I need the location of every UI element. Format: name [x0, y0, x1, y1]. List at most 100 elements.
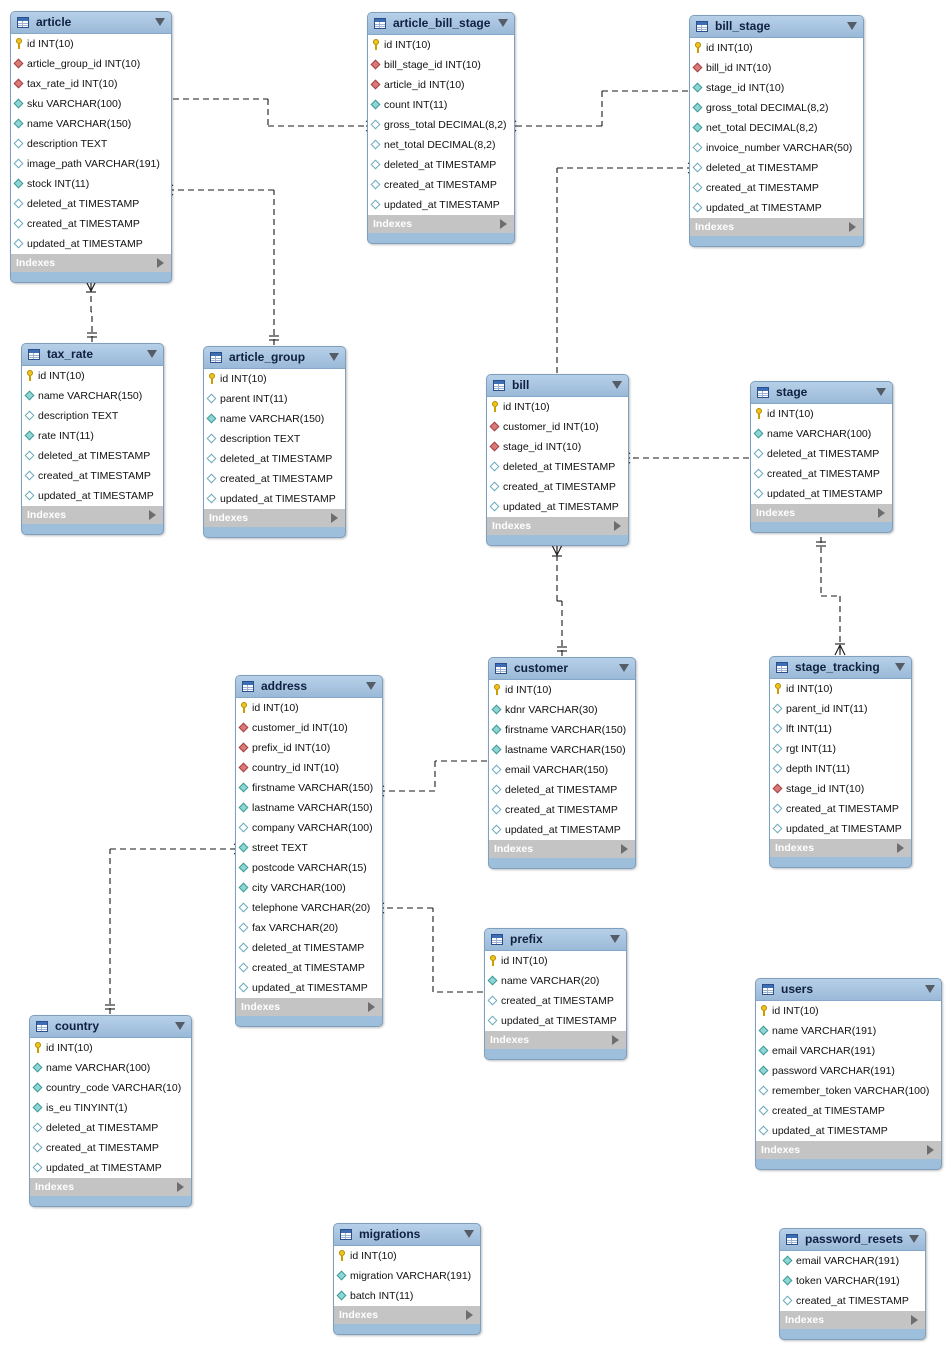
column-row[interactable]: remember_token VARCHAR(100) — [756, 1081, 941, 1101]
column-row[interactable]: created_at TIMESTAMP — [690, 178, 863, 198]
column-row[interactable]: created_at TIMESTAMP — [751, 464, 892, 484]
column-row[interactable]: deleted_at TIMESTAMP — [690, 158, 863, 178]
column-row[interactable]: updated_at TIMESTAMP — [22, 486, 163, 506]
column-row[interactable]: name VARCHAR(100) — [751, 424, 892, 444]
column-row[interactable]: lft INT(11) — [770, 719, 911, 739]
expand-arrow-icon[interactable] — [621, 844, 628, 854]
column-row[interactable]: name VARCHAR(150) — [204, 409, 345, 429]
table-header[interactable]: tax_rate — [22, 344, 163, 366]
column-row[interactable]: lastname VARCHAR(150) — [236, 798, 382, 818]
column-row[interactable]: name VARCHAR(191) — [756, 1021, 941, 1041]
column-row[interactable]: updated_at TIMESTAMP — [11, 234, 171, 254]
expand-arrow-icon[interactable] — [331, 513, 338, 523]
column-row[interactable]: updated_at TIMESTAMP — [770, 819, 911, 839]
column-row[interactable]: updated_at TIMESTAMP — [30, 1158, 191, 1178]
column-row[interactable]: id INT(10) — [485, 951, 626, 971]
column-row[interactable]: id INT(10) — [204, 369, 345, 389]
column-row[interactable]: email VARCHAR(191) — [780, 1251, 925, 1271]
table-header[interactable]: prefix — [485, 929, 626, 951]
expand-arrow-icon[interactable] — [157, 258, 164, 268]
collapse-caret-icon[interactable] — [610, 935, 620, 943]
expand-arrow-icon[interactable] — [612, 1035, 619, 1045]
collapse-caret-icon[interactable] — [909, 1235, 919, 1243]
column-row[interactable]: updated_at TIMESTAMP — [236, 978, 382, 998]
column-row[interactable]: rate INT(11) — [22, 426, 163, 446]
table-header[interactable]: users — [756, 979, 941, 1001]
column-row[interactable]: updated_at TIMESTAMP — [368, 195, 514, 215]
relationship-country-to-address[interactable] — [105, 843, 246, 1014]
collapse-caret-icon[interactable] — [612, 381, 622, 389]
table-header[interactable]: password_resets — [780, 1229, 925, 1251]
column-row[interactable]: created_at TIMESTAMP — [770, 799, 911, 819]
expand-arrow-icon[interactable] — [466, 1310, 473, 1320]
column-row[interactable]: gross_total DECIMAL(8,2) — [368, 115, 514, 135]
column-row[interactable]: deleted_at TIMESTAMP — [368, 155, 514, 175]
column-row[interactable]: customer_id INT(10) — [236, 718, 382, 738]
column-row[interactable]: created_at TIMESTAMP — [368, 175, 514, 195]
column-row[interactable]: name VARCHAR(150) — [22, 386, 163, 406]
column-row[interactable]: deleted_at TIMESTAMP — [487, 457, 628, 477]
table-header[interactable]: migrations — [334, 1224, 480, 1246]
column-row[interactable]: updated_at TIMESTAMP — [485, 1011, 626, 1031]
column-row[interactable]: id INT(10) — [11, 34, 171, 54]
column-row[interactable]: kdnr VARCHAR(30) — [489, 700, 635, 720]
column-row[interactable]: id INT(10) — [368, 35, 514, 55]
column-row[interactable]: created_at TIMESTAMP — [11, 214, 171, 234]
indexes-section[interactable]: Indexes — [30, 1178, 191, 1196]
column-row[interactable]: depth INT(11) — [770, 759, 911, 779]
expand-arrow-icon[interactable] — [878, 508, 885, 518]
collapse-caret-icon[interactable] — [366, 682, 376, 690]
table-header[interactable]: article_bill_stage — [368, 13, 514, 35]
column-row[interactable]: created_at TIMESTAMP — [30, 1138, 191, 1158]
column-row[interactable]: city VARCHAR(100) — [236, 878, 382, 898]
column-row[interactable]: customer_id INT(10) — [487, 417, 628, 437]
relationship-bill-to-bill-stage[interactable] — [552, 162, 700, 383]
indexes-section[interactable]: Indexes — [485, 1031, 626, 1049]
indexes-section[interactable]: Indexes — [780, 1311, 925, 1329]
column-row[interactable]: country_id INT(10) — [236, 758, 382, 778]
column-row[interactable]: company VARCHAR(100) — [236, 818, 382, 838]
column-row[interactable]: deleted_at TIMESTAMP — [11, 194, 171, 214]
indexes-section[interactable]: Indexes — [690, 218, 863, 236]
column-row[interactable]: token VARCHAR(191) — [780, 1271, 925, 1291]
column-row[interactable]: description TEXT — [22, 406, 163, 426]
indexes-section[interactable]: Indexes — [756, 1141, 941, 1159]
table-header[interactable]: stage — [751, 382, 892, 404]
column-row[interactable]: prefix_id INT(10) — [236, 738, 382, 758]
relationship-article-to-article-bill-stage[interactable] — [163, 94, 378, 132]
column-row[interactable]: net_total DECIMAL(8,2) — [368, 135, 514, 155]
indexes-section[interactable]: Indexes — [22, 506, 163, 524]
column-row[interactable]: rgt INT(11) — [770, 739, 911, 759]
column-row[interactable]: bill_id INT(10) — [690, 58, 863, 78]
expand-arrow-icon[interactable] — [911, 1315, 918, 1325]
column-row[interactable]: stage_id INT(10) — [487, 437, 628, 457]
column-row[interactable]: tax_rate_id INT(10) — [11, 74, 171, 94]
indexes-section[interactable]: Indexes — [751, 504, 892, 522]
column-row[interactable]: id INT(10) — [690, 38, 863, 58]
column-row[interactable]: id INT(10) — [770, 679, 911, 699]
column-row[interactable]: created_at TIMESTAMP — [489, 800, 635, 820]
relationship-bill-stage-to-article-bill-stage[interactable] — [504, 86, 698, 132]
indexes-section[interactable]: Indexes — [236, 998, 382, 1016]
column-row[interactable]: firstname VARCHAR(150) — [236, 778, 382, 798]
column-row[interactable]: id INT(10) — [756, 1001, 941, 1021]
relationship-customer-to-address[interactable] — [372, 756, 497, 797]
column-row[interactable]: deleted_at TIMESTAMP — [30, 1118, 191, 1138]
column-row[interactable]: name VARCHAR(100) — [30, 1058, 191, 1078]
collapse-caret-icon[interactable] — [498, 19, 508, 27]
expand-arrow-icon[interactable] — [149, 510, 156, 520]
column-row[interactable]: name VARCHAR(150) — [11, 114, 171, 134]
column-row[interactable]: id INT(10) — [30, 1038, 191, 1058]
relationship-article-group-to-article[interactable] — [161, 184, 279, 345]
column-row[interactable]: id INT(10) — [22, 366, 163, 386]
column-row[interactable]: country_code VARCHAR(10) — [30, 1078, 191, 1098]
column-row[interactable]: deleted_at TIMESTAMP — [22, 446, 163, 466]
column-row[interactable]: description TEXT — [204, 429, 345, 449]
